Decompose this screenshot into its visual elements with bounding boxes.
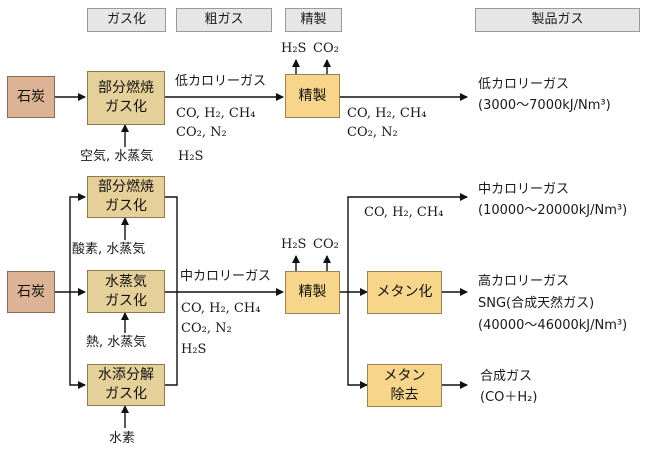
header-crude-gas: 粗ガス bbox=[176, 8, 272, 32]
methane-removal-line1: メタン bbox=[383, 367, 426, 384]
product-high-calorie-range: (40000～46000kJ/Nm³) bbox=[478, 318, 628, 333]
product-syngas: 合成ガス bbox=[480, 369, 533, 384]
header-purification: 精製 bbox=[285, 8, 342, 32]
gasifier-label-line1: 部分燃焼 bbox=[98, 179, 154, 195]
byproduct-h2s: H₂S bbox=[281, 237, 307, 252]
clean-gas-composition: CO, H₂, CH₄ bbox=[347, 106, 427, 121]
methane-removal-box: メタン 除去 bbox=[367, 364, 442, 407]
steam-gasifier: 水蒸気 ガス化 bbox=[87, 270, 165, 313]
header-product-gas: 製品ガス bbox=[475, 8, 640, 32]
purification-box: 精製 bbox=[285, 74, 340, 118]
gasifying-agent: 酸素, 水蒸気 bbox=[72, 242, 146, 257]
product-medium-calorie-range: (10000～20000kJ/Nm³) bbox=[478, 203, 628, 218]
crude-gas-composition: H₂S bbox=[181, 342, 207, 357]
medium-gas-composition: CO, H₂, CH₄ bbox=[364, 205, 444, 220]
coal-box: 石炭 bbox=[7, 271, 55, 313]
gasifying-agent: 水素 bbox=[109, 431, 136, 446]
partial-combustion-gasifier: 部分燃焼 ガス化 bbox=[87, 71, 165, 125]
product-low-calorie-range: (3000～7000kJ/Nm³) bbox=[478, 98, 611, 113]
gasifying-agent: 空気, 水蒸気 bbox=[80, 149, 154, 164]
gasifier-label-line1: 水添分解 bbox=[98, 367, 154, 383]
crude-gas-composition: CO₂, N₂ bbox=[176, 125, 227, 140]
gasifier-label-line2: ガス化 bbox=[105, 198, 147, 214]
product-syngas-composition: (CO＋H₂) bbox=[480, 390, 538, 405]
crude-gas-label: 低カロリーガス bbox=[175, 74, 267, 89]
purification-box: 精製 bbox=[285, 271, 340, 314]
h2s-label: H₂S bbox=[178, 149, 204, 164]
gasifying-agent: 熱, 水蒸気 bbox=[86, 335, 147, 350]
product-medium-calorie-gas: 中カロリーガス bbox=[478, 182, 570, 197]
byproduct-co2: CO₂ bbox=[313, 237, 339, 252]
coal-box: 石炭 bbox=[7, 76, 55, 118]
crude-gas-composition: CO, H₂, CH₄ bbox=[176, 106, 256, 121]
hydrogasifier: 水添分解 ガス化 bbox=[87, 364, 165, 406]
gasifier-label-line2: ガス化 bbox=[105, 99, 147, 115]
product-high-calorie-gas: 高カロリーガス bbox=[478, 274, 570, 289]
crude-gas-label: 中カロリーガス bbox=[180, 269, 272, 284]
header-gasification: ガス化 bbox=[87, 8, 166, 32]
gasifier-label-line1: 水蒸気 bbox=[105, 273, 147, 290]
methane-removal-line2: 除去 bbox=[390, 386, 419, 403]
crude-gas-composition: CO, H₂, CH₄ bbox=[181, 301, 261, 316]
crude-gas-composition: CO₂, N₂ bbox=[181, 321, 232, 336]
methanation-box: メタン化 bbox=[367, 271, 442, 314]
product-low-calorie-gas: 低カロリーガス bbox=[478, 77, 570, 92]
clean-gas-composition: CO₂, N₂ bbox=[347, 125, 398, 140]
product-sng: SNG(合成天然ガス) bbox=[478, 296, 595, 311]
gasifier-label-line2: ガス化 bbox=[105, 386, 147, 402]
gasifier-label-line1: 部分燃焼 bbox=[98, 80, 154, 96]
byproduct-h2s: H₂S bbox=[281, 41, 307, 56]
partial-combustion-gasifier: 部分燃焼 ガス化 bbox=[87, 176, 165, 218]
byproduct-co2: CO₂ bbox=[313, 41, 339, 56]
gasifier-label-line2: ガス化 bbox=[105, 292, 147, 309]
